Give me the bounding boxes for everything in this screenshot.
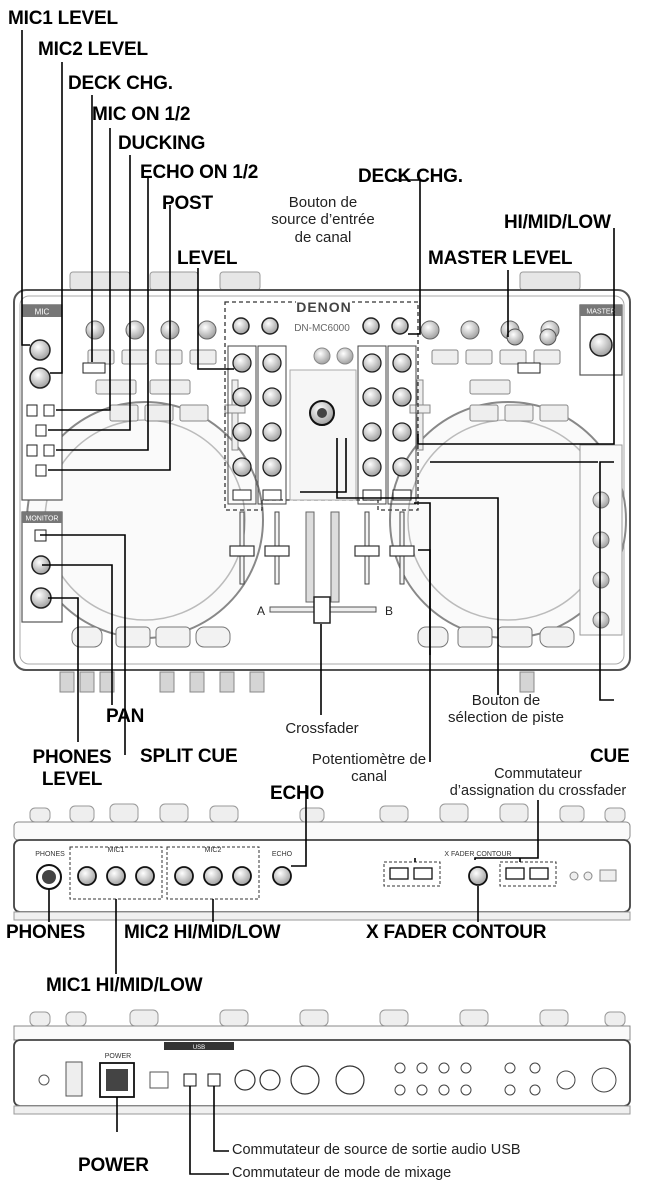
echo-label: ECHO — [270, 783, 325, 804]
track-select-line1: Bouton de — [471, 692, 541, 709]
mix-mode-switch-note: Commutateur de mode de mixage — [232, 1165, 452, 1181]
track-select-line2: sélection de piste — [448, 709, 564, 727]
front-mic1-text: MIC1 — [108, 847, 125, 854]
top-leader-lines — [21, 30, 615, 701]
hi-mid-low-label: HI/MID/LOW — [504, 212, 611, 233]
deck-chg-right-label: DECK CHG. — [358, 166, 463, 187]
front-xfader-text: X FADER CONTOUR — [444, 851, 511, 858]
post-label: POST — [162, 193, 213, 214]
master-section-text: MASTER — [586, 309, 615, 316]
controller-top-view: MIC MONITOR MASTER D — [13, 271, 631, 693]
channel-input-line3: de canal — [294, 228, 352, 246]
front-leader-lines — [48, 785, 539, 974]
controller-rear-view: USB POWER — [13, 1009, 631, 1115]
master-level-label: MASTER LEVEL — [428, 248, 573, 269]
phones-level-label: PHONES LEVEL — [16, 747, 128, 791]
cue-label: CUE — [590, 746, 630, 767]
xfader-assign-line2: d’assignation du crossfader — [449, 782, 627, 799]
mic2-level-label: MIC2 LEVEL — [38, 39, 148, 60]
xfader-a-text: A — [257, 604, 265, 618]
power-label: POWER — [78, 1155, 149, 1176]
split-cue-label: SPLIT CUE — [140, 746, 238, 767]
xfader-assign-note: Commutateur d’assignation du crossfader — [422, 766, 654, 799]
front-echo-text: ECHO — [272, 851, 293, 858]
mic-section-text: MIC — [35, 308, 50, 317]
echo-on-label: ECHO ON 1/2 — [140, 162, 259, 183]
rear-leader-lines — [116, 1086, 229, 1175]
model-text: DN-MC6000 — [294, 323, 350, 334]
front-mic2-text: MIC2 — [205, 847, 222, 854]
mic-on-label: MIC ON 1/2 — [92, 104, 191, 125]
track-select-note: Bouton de sélection de piste — [436, 692, 576, 727]
channel-input-line2: source d’entrée — [271, 211, 375, 229]
channel-fader-line1: Potentiomètre de — [311, 751, 427, 768]
mid-leader-lines — [40, 534, 431, 762]
rear-usb-text: USB — [193, 1045, 205, 1051]
phones-level-line2: LEVEL — [41, 768, 103, 790]
pan-label: PAN — [106, 706, 145, 727]
mic1-eq-label: MIC1 HI/MID/LOW — [46, 975, 203, 996]
usb-output-switch-note: Commutateur de source de sortie audio US… — [232, 1142, 521, 1158]
channel-input-note: Bouton de source d’entrée de canal — [268, 194, 378, 246]
xfader-b-text: B — [385, 604, 393, 618]
level-label: LEVEL — [177, 248, 238, 269]
crossfader-note: Crossfader — [285, 720, 359, 737]
channel-fader-note: Potentiomètre de canal — [296, 751, 442, 786]
channel-input-line1: Bouton de — [288, 194, 358, 211]
phones-label: PHONES — [6, 922, 86, 943]
channel-fader-line2: canal — [351, 768, 387, 786]
deck-chg-left-label: DECK CHG. — [68, 73, 173, 94]
rear-power-text: POWER — [105, 1053, 131, 1060]
controller-front-view: PHONES MIC1 MIC2 ECHO X FADER CONTOUR — [13, 803, 631, 921]
monitor-section-text: MONITOR — [26, 516, 59, 523]
xfader-assign-line1: Commutateur — [494, 766, 582, 782]
mic2-eq-label: MIC2 HI/MID/LOW — [124, 922, 281, 943]
ducking-label: DUCKING — [118, 133, 206, 154]
front-phones-text: PHONES — [35, 851, 65, 858]
mic1-level-label: MIC1 LEVEL — [8, 8, 118, 29]
phones-level-line1: PHONES — [32, 747, 112, 768]
xfader-contour-label: X FADER CONTOUR — [366, 922, 547, 943]
brand-text: DENON — [296, 299, 352, 315]
